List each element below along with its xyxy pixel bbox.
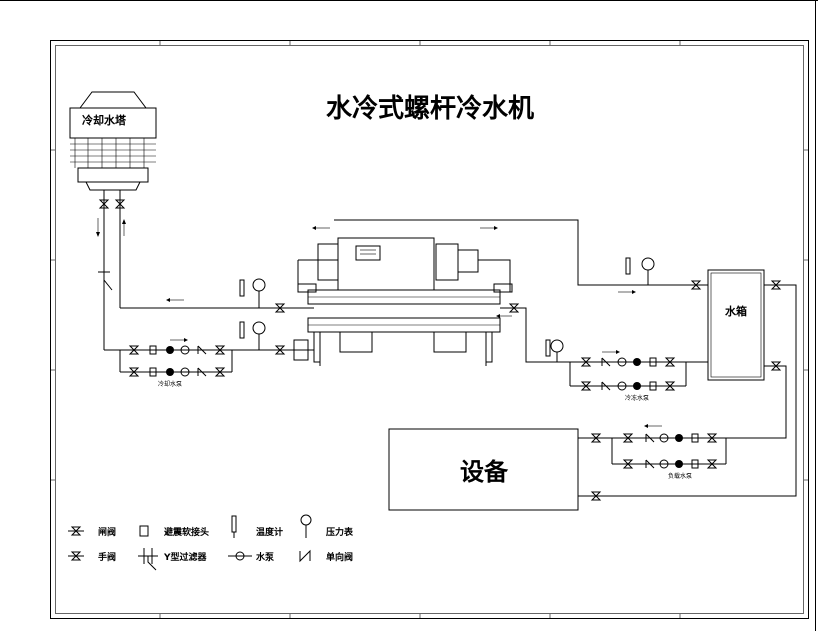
equipment-label: 设备 (460, 458, 509, 486)
gate-valve-icon (68, 526, 84, 536)
water-tank-label: 水箱 (725, 304, 747, 318)
load-water-piping: 负载水泵 (590, 424, 727, 501)
chilled-pump-label: 冷冻水泵 (625, 394, 649, 402)
load-pump-label: 负载水泵 (668, 472, 692, 480)
legend-label-pressure-gauge: 压力表 (326, 526, 354, 538)
cooling-tower: 冷却水塔 (69, 91, 157, 198)
chilled-water-piping: 冷冻水泵 (312, 219, 708, 402)
legend-label-y-filter: Y型过滤器 (163, 551, 208, 563)
pressure-gauge-icon (300, 514, 312, 538)
cooling-pump-label: 冷却水泵 (158, 380, 182, 388)
screw-chiller-unit (293, 237, 513, 366)
legend-label-soft-joint: 避震软接头 (164, 526, 209, 538)
legend-label-gate-valve: 闸阀 (98, 526, 116, 538)
thermometer-icon (231, 515, 237, 538)
diagram-title: 水冷式螺杆冷水机 (326, 93, 534, 124)
water-tank: 水箱 (578, 269, 797, 497)
cooling-tower-label: 冷却水塔 (82, 113, 127, 127)
legend-label-check-valve: 单向阀 (326, 551, 353, 563)
soft-joint-icon (139, 525, 149, 537)
equipment-box: 设备 (388, 428, 579, 511)
y-filter-icon (138, 548, 158, 571)
hand-valve-icon (68, 551, 84, 561)
legend-label-pump: 水泵 (256, 551, 275, 563)
cooling-water-piping: 冷却水泵 (96, 198, 314, 388)
pump-icon (228, 551, 252, 561)
legend-label-thermometer: 温度计 (256, 526, 283, 538)
check-valve-icon (299, 549, 311, 563)
legend-label-hand-valve: 手阀 (98, 551, 116, 563)
legend: 闸阀 避震软接头 温度计 压力表 手阀 Y型过滤器 (68, 514, 354, 571)
